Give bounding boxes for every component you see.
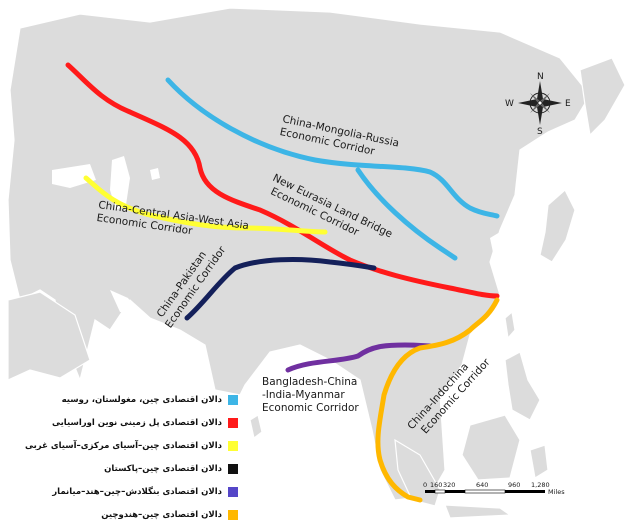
land-sumatra	[394, 438, 441, 507]
compass-n: N	[537, 72, 544, 82]
compass-center-icon	[537, 100, 543, 106]
scale-bar: 0 160 320 640 960 1,280 Miles	[423, 481, 565, 496]
scale-tick-0: 0	[423, 481, 427, 489]
corridors	[65, 62, 500, 503]
land-taiwan	[504, 310, 516, 340]
compass-rose: N S E W	[505, 72, 571, 137]
label-bcim-line2: -India-Myanmar	[262, 389, 345, 401]
label-bcim-line3: Economic Corridor	[262, 402, 359, 414]
bay-of-bengal	[262, 348, 350, 425]
legend-swatch	[228, 394, 238, 405]
land-masses	[7, 7, 626, 519]
land-borneo	[461, 414, 521, 481]
compass-e: E	[565, 99, 571, 109]
land-arabia	[7, 291, 91, 381]
legend-label: دالان اقتصادی چین–پاکستان	[104, 463, 222, 474]
corridor-china-indochina	[375, 297, 500, 503]
legend-item: دالان اقتصادی چین–پاکستان	[6, 457, 238, 480]
compass-s: S	[537, 127, 543, 137]
legend-swatch	[228, 417, 238, 428]
black-sea	[52, 164, 96, 188]
scale-bar-seg-2	[434, 489, 446, 494]
compass-w: W	[505, 99, 514, 109]
legend-item: دالان اقتصادی چین–هندوچین	[6, 503, 238, 526]
corridor-china-pakistan	[184, 257, 377, 321]
aral-sea	[150, 168, 160, 180]
legend-label: دالان اقتصادی چین، مغولستان، روسیه	[61, 394, 222, 405]
corridor-china-mongolia-russia-south	[355, 167, 458, 261]
scale-bar-seg-4	[464, 489, 506, 494]
legend-item: دالان اقتصادی چین–آسیای مرکزی–آسیای غربی	[6, 434, 238, 457]
land-philippines	[504, 351, 541, 421]
scale-tick-2: 320	[443, 481, 455, 489]
legend-label: دالان اقتصادی پل زمینی نوین اوراسیایی	[52, 417, 222, 428]
corridor-china-central-asia-west-asia	[83, 175, 328, 235]
legend-swatch	[228, 509, 238, 520]
legend-swatch	[228, 486, 238, 497]
label-bcim-line1: Bangladesh-China	[262, 376, 357, 388]
legend-item: دالان اقتصادی چین، مغولستان، روسیه	[6, 388, 238, 411]
legend-item: دالان اقتصادی بنگلادش–چین–هند–میانمار	[6, 480, 238, 503]
scale-unit: Miles	[548, 488, 565, 496]
scale-bar-seg-3	[445, 490, 465, 493]
scale-tick-1: 160	[430, 481, 442, 489]
corridor-new-eurasia-land-bridge	[65, 62, 500, 299]
yellow-sea	[490, 232, 506, 262]
corridor-bangladesh-china-india-myanmar	[285, 342, 433, 373]
corridor-china-mongolia-russia-north	[165, 77, 500, 219]
scale-bar-seg-1	[425, 490, 435, 493]
scale-bar-seg-5	[505, 490, 545, 493]
land-japan	[539, 189, 576, 263]
legend: دالان اقتصادی چین، مغولستان، روسیه دالان…	[6, 388, 238, 526]
legend-label: دالان اقتصادی چین–آسیای مرکزی–آسیای غربی	[24, 440, 222, 451]
legend-swatch	[228, 440, 238, 451]
land-srilanka	[249, 414, 263, 440]
legend-swatch	[228, 463, 238, 474]
legend-label: دالان اقتصادی چین–هندوچین	[101, 509, 222, 520]
land-kamchatka	[579, 57, 626, 137]
legend-item: دالان اقتصادی پل زمینی نوین اوراسیایی	[6, 411, 238, 434]
caspian-sea	[110, 156, 130, 210]
scale-tick-3: 640	[476, 481, 488, 489]
scale-tick-4: 960	[508, 481, 520, 489]
scale-tick-5: 1,280	[531, 481, 550, 489]
land-java	[444, 504, 512, 519]
land-sulawesi	[529, 444, 549, 479]
inland-water	[52, 156, 506, 425]
persian-gulf	[110, 290, 138, 312]
legend-label: دالان اقتصادی بنگلادش–چین–هند–میانمار	[52, 486, 222, 497]
